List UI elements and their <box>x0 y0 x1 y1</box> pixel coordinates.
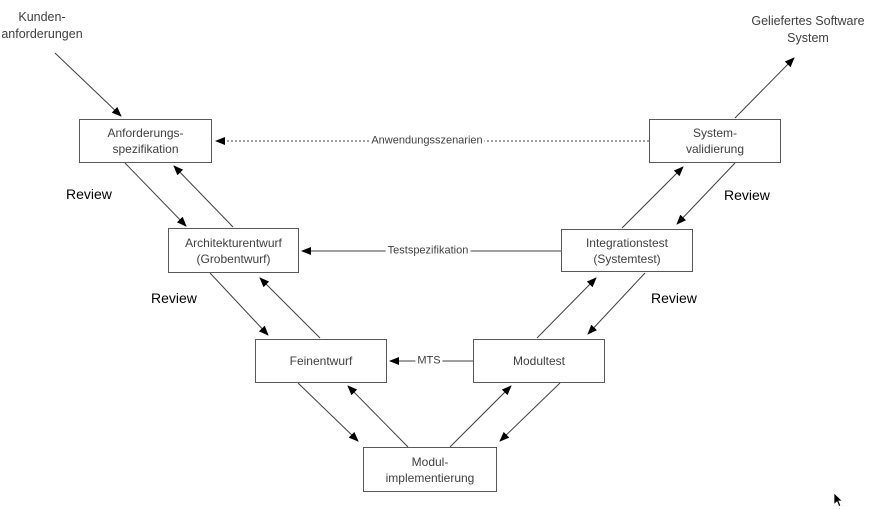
customer-requirements-label: Kunden- anforderungen <box>0 9 84 43</box>
connector-moduletest-to-implementation-arrow <box>499 382 561 442</box>
review-label-right-middle: Review <box>651 290 697 306</box>
requirements-specification-line1: Anforderungs- <box>107 126 184 140</box>
mts-label: MTS <box>415 354 443 368</box>
system-validation-line2: validierung <box>685 142 745 156</box>
application-scenarios-label: Anwendungsszenarien <box>369 134 485 148</box>
module-implementation-line2: implementierung <box>385 470 475 485</box>
integration-test-line2: (Systemtest) <box>593 251 661 266</box>
connector-implementation-to-detaildesign-arrow <box>347 385 409 448</box>
delivered-system-line2: System <box>787 31 829 45</box>
connector-moduletest-to-integrationtest-arrow <box>536 277 597 339</box>
requirements-specification-line2: spezifikation <box>112 142 179 156</box>
connector-architecture-to-detaildesign-arrow <box>209 272 269 336</box>
connector-requirements-to-architecture-arrow <box>124 162 187 227</box>
customer-requirements-line1: Kunden- <box>18 10 66 24</box>
system-validation-box: System- validierung <box>649 119 781 163</box>
connector-systemvalidation-to-delivered-arrow <box>734 57 795 119</box>
connector-integrationtest-to-moduletest-arrow <box>587 272 646 335</box>
delivered-system-label: Geliefertes Software System <box>736 13 880 47</box>
customer-requirements-line2: anforderungen <box>1 27 83 41</box>
connector-integrationtest-to-systemvalidation-arrow <box>621 166 684 229</box>
mouse-cursor-icon <box>833 492 844 507</box>
module-implementation-box: Modul- implementierung <box>363 447 497 492</box>
architecture-design-line1: Architekturentwurf <box>185 235 282 250</box>
architecture-design-line2: (Grobentwurf) <box>196 251 271 266</box>
review-label-left-top: Review <box>66 186 112 202</box>
module-implementation-line1: Modul- <box>411 454 449 469</box>
connector-detaildesign-to-implementation-arrow <box>297 382 359 442</box>
integration-test-line1: Integrationstest <box>585 235 669 250</box>
integration-test-box: Integrationstest (Systemtest) <box>561 229 693 272</box>
review-label-left-middle: Review <box>151 290 197 306</box>
test-specification-label: Testspezifikation <box>385 244 471 258</box>
requirements-specification-box: Anforderungs- spezifikation <box>79 119 212 163</box>
review-label-right-top: Review <box>724 187 770 203</box>
detailed-design-box: Feinentwurf <box>255 339 387 383</box>
connector-customer-to-requirements-arrow <box>54 52 122 117</box>
connector-systemvalidation-to-integrationtest-arrow <box>676 162 736 225</box>
module-test-box: Modultest <box>473 339 605 383</box>
detailed-design-line1: Feinentwurf <box>289 354 353 368</box>
connector-architecture-to-requirements-arrow <box>173 165 234 228</box>
connector-implementation-to-moduletest-arrow <box>449 385 512 448</box>
module-test-line1: Modultest <box>512 354 566 368</box>
system-validation-line1: System- <box>692 126 737 140</box>
architecture-design-box: Architekturentwurf (Grobentwurf) <box>168 228 299 273</box>
delivered-system-line1: Geliefertes Software <box>751 14 865 28</box>
connector-detaildesign-to-architecture-arrow <box>259 277 321 339</box>
